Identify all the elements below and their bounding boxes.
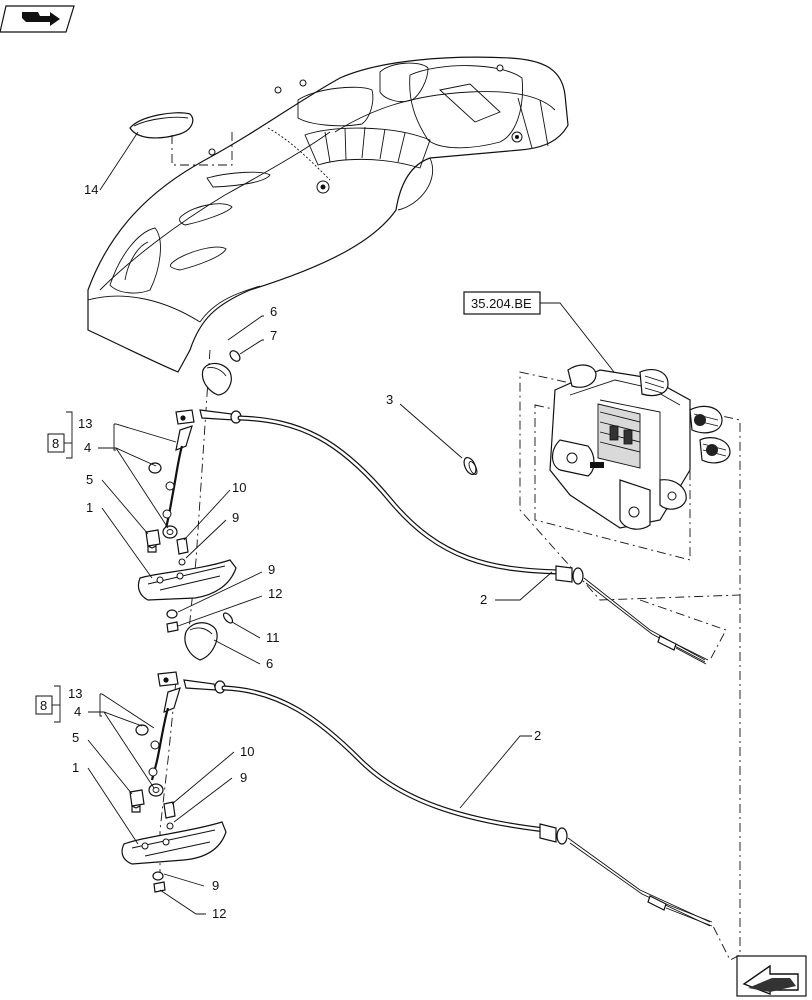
bracket-part-1-lower[interactable] <box>121 821 227 865</box>
callout-13-lower: 13 <box>68 686 82 701</box>
kit-label-lower[interactable]: 8 <box>40 698 47 713</box>
callout-9-lower-a: 9 <box>240 770 247 785</box>
callout-4-upper: 4 <box>84 440 91 455</box>
book-arrow-icon[interactable] <box>0 5 75 33</box>
bolt-part-5-lower[interactable] <box>129 789 145 813</box>
callout-6-lower: 6 <box>266 656 273 671</box>
washer-nut-part-9-12-upper[interactable] <box>166 609 179 633</box>
reference-label[interactable]: 35.204.BE <box>471 296 532 311</box>
callout-1-upper: 1 <box>86 500 93 515</box>
bracket-part-1-upper[interactable] <box>137 559 237 601</box>
washer-nut-part-9-12-lower[interactable] <box>152 871 166 893</box>
callout-5-lower: 5 <box>72 730 79 745</box>
cap-part-14[interactable] <box>129 112 194 139</box>
control-cable-part-2-lower[interactable] <box>183 679 713 927</box>
callout-12-upper: 12 <box>268 586 282 601</box>
pin-part-7[interactable] <box>228 349 242 363</box>
callout-7: 7 <box>270 328 277 343</box>
callout-9-upper-a: 9 <box>232 510 239 525</box>
nut-part-4-upper[interactable] <box>148 462 178 539</box>
callout-10-upper: 10 <box>232 480 246 495</box>
control-cable-part-2-upper[interactable] <box>199 409 709 665</box>
knob-part-6-upper[interactable] <box>201 362 232 396</box>
callout-9-upper-b: 9 <box>268 562 275 577</box>
callout-9-lower-b: 9 <box>212 878 219 893</box>
callout-3: 3 <box>386 392 393 407</box>
lever-rod-part-13-upper[interactable] <box>162 409 195 529</box>
callout-1-lower: 1 <box>72 760 79 775</box>
screw-part-10-upper[interactable] <box>176 537 189 566</box>
remote-valve-block <box>519 364 741 601</box>
nut-part-4-lower[interactable] <box>135 724 164 797</box>
bolt-part-5-upper[interactable] <box>145 529 161 553</box>
screw-part-10-lower[interactable] <box>163 801 176 830</box>
kit-label-upper[interactable]: 8 <box>52 436 59 451</box>
callout-6-upper: 6 <box>270 304 277 319</box>
grommet-part-3[interactable] <box>462 456 479 477</box>
callout-14: 14 <box>84 182 98 197</box>
callout-5-upper: 5 <box>86 472 93 487</box>
callout-2-upper: 2 <box>480 592 487 607</box>
lever-rod-part-13-lower[interactable] <box>148 671 181 781</box>
knob-part-6-lower[interactable] <box>184 622 218 661</box>
callout-11: 11 <box>266 630 280 645</box>
pin-part-11[interactable] <box>222 611 234 624</box>
callout-12-lower: 12 <box>212 906 226 921</box>
callout-4-lower: 4 <box>74 704 81 719</box>
callout-10-lower: 10 <box>240 744 254 759</box>
fender-console-housing <box>87 56 569 373</box>
callout-13-upper: 13 <box>78 416 92 431</box>
next-page-arrow-icon[interactable] <box>736 955 807 997</box>
callout-2-lower: 2 <box>534 728 541 743</box>
